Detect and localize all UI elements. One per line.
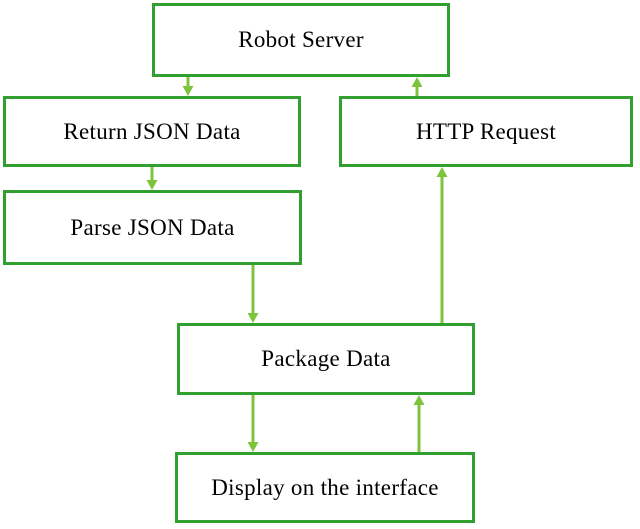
node-label-package-data: Package Data	[261, 346, 391, 372]
node-return-json-data: Return JSON Data	[3, 96, 301, 167]
arrow-package-data-to-display-on-interface	[247, 395, 259, 452]
arrow-http-request-to-robot-server	[411, 77, 423, 96]
node-label-display-on-interface: Display on the interface	[211, 474, 439, 500]
arrow-display-on-interface-to-package-data	[413, 395, 425, 452]
node-label-robot-server: Robot Server	[238, 27, 364, 53]
node-parse-json-data: Parse JSON Data	[3, 190, 302, 265]
node-display-on-interface: Display on the interface	[175, 452, 475, 523]
node-label-return-json-data: Return JSON Data	[63, 118, 241, 144]
arrow-return-json-data-to-parse-json-data	[146, 167, 158, 190]
node-package-data: Package Data	[177, 323, 475, 395]
arrow-package-data-to-http-request	[436, 167, 448, 323]
node-label-http-request: HTTP Request	[415, 118, 557, 144]
node-label-parse-json-data: Parse JSON Data	[70, 214, 235, 240]
arrow-parse-json-data-to-package-data	[247, 265, 259, 323]
arrow-robot-server-to-return-json-data	[182, 77, 194, 96]
node-http-request: HTTP Request	[339, 96, 633, 167]
node-robot-server: Robot Server	[152, 3, 450, 77]
